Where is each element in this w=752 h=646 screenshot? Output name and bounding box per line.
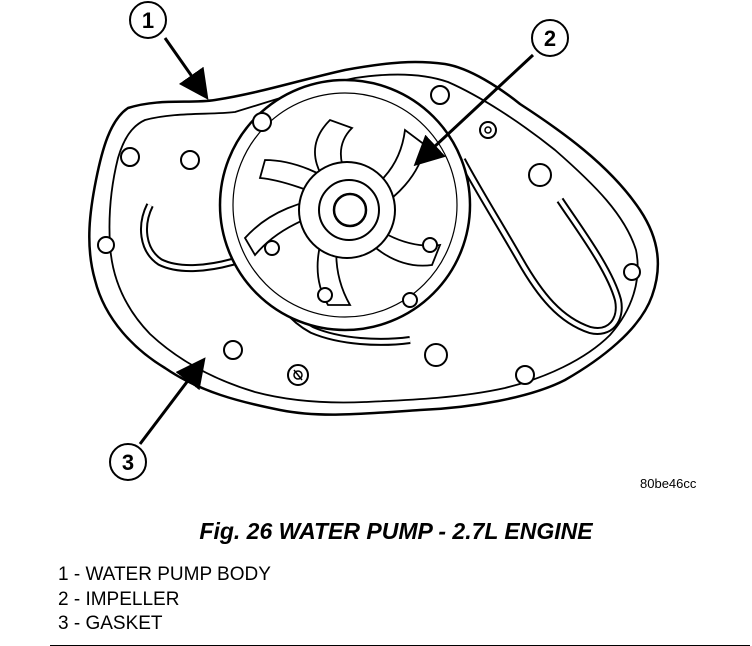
- impeller-housing-inner: [232, 92, 458, 318]
- callout-2: 2: [413, 19, 569, 167]
- legend-item: 2 - IMPELLER: [58, 588, 180, 610]
- figure-caption: Fig. 26 WATER PUMP - 2.7L ENGINE: [199, 518, 593, 544]
- image-code: 80be46cc: [640, 476, 697, 491]
- legend: 1 - WATER PUMP BODY 2 - IMPELLER 3 - GAS…: [58, 563, 271, 637]
- coolant-channel-right-inner: [460, 159, 621, 333]
- pump-body-outline: [108, 73, 639, 404]
- callout-1-number: 1: [142, 8, 154, 33]
- water-pump-illustration: 1 2 3: [88, 1, 660, 481]
- legend-item: 3 - GASKET: [58, 613, 163, 634]
- legend-item: 1 - WATER PUMP BODY: [58, 564, 271, 585]
- callout-1: 1: [129, 1, 209, 100]
- studs: [293, 126, 492, 381]
- callout-2-number: 2: [544, 26, 556, 51]
- impeller-hub-center: [332, 192, 368, 228]
- bolt-holes: [97, 85, 641, 386]
- callout-3: 3: [109, 357, 206, 481]
- callout-3-number: 3: [122, 450, 134, 475]
